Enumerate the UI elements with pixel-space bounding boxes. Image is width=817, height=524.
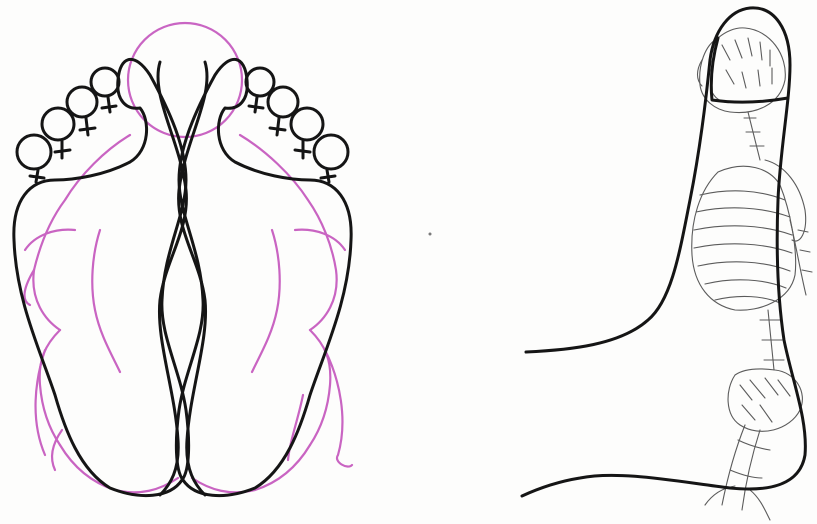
right-hip-outline — [192, 445, 310, 492]
feet-panel — [14, 23, 352, 496]
stray-dot — [429, 233, 432, 236]
spine-panel — [522, 8, 812, 520]
foot-outlines — [14, 59, 351, 495]
right-toe-1 — [314, 135, 348, 169]
center-line-left — [158, 62, 186, 495]
skull-shading — [722, 38, 772, 88]
left-upper-arm-inner — [92, 230, 120, 372]
left-foot-outline — [14, 59, 189, 495]
skull-jaw — [698, 60, 734, 103]
right-upper-arm-inner — [252, 230, 280, 372]
center-line-right — [179, 62, 207, 495]
left-toe-4 — [91, 68, 119, 96]
cervical-spine — [744, 112, 764, 160]
lower-leg — [705, 486, 770, 520]
profile-top-line — [522, 8, 805, 496]
right-toe-3 — [268, 87, 298, 117]
right-toes — [246, 68, 348, 182]
right-toe-2 — [291, 108, 323, 140]
left-arm-outline — [40, 330, 60, 445]
left-toe-stems — [30, 97, 116, 182]
right-foot-outline — [176, 59, 351, 495]
femur — [722, 425, 770, 510]
left-shoulder-cap — [25, 230, 75, 250]
foot-profile-outline — [522, 8, 805, 496]
right-toe-stems — [249, 97, 335, 182]
left-toe-3 — [67, 87, 97, 117]
left-toe-2 — [42, 108, 74, 140]
right-toe-4 — [246, 68, 274, 96]
right-shoulder-cap — [295, 230, 345, 250]
left-toe-1 — [17, 135, 51, 169]
pelvis-shading — [740, 378, 790, 422]
arm-bones — [790, 220, 812, 295]
left-toes — [17, 68, 119, 182]
